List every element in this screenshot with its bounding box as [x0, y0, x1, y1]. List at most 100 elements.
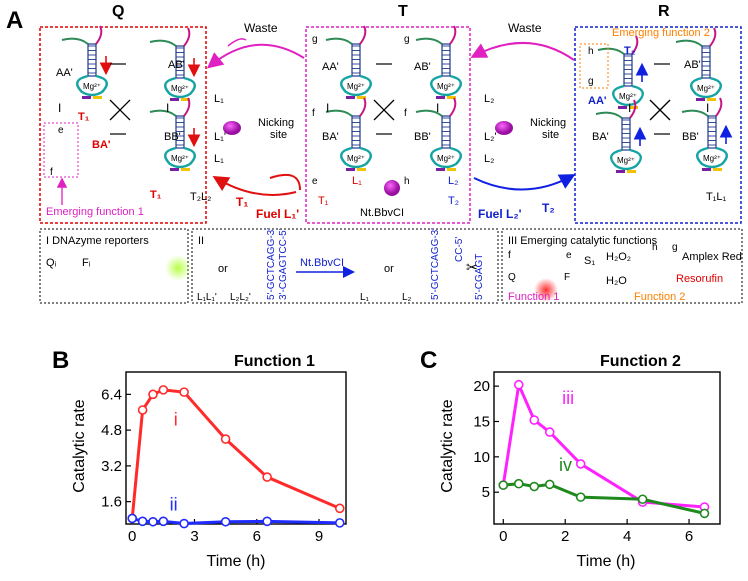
emerging-function-2: Emerging function 2 [612, 27, 710, 39]
emerging-1-box [43, 122, 79, 178]
panel-c-letter: C [420, 347, 437, 374]
panel-b-letter: B [52, 347, 69, 374]
q-not-vertical-1: I [58, 101, 61, 115]
box2-seq2a: 5'-GCTCAGG-3' [430, 228, 441, 300]
box2-seq1a: 5'-GCTCAGG-3' [266, 228, 277, 300]
t-l2-label: L₂ [448, 175, 458, 187]
f2-point-iii [575, 459, 586, 469]
f1-xtick-label: 0 [128, 528, 136, 545]
q-t1-label: T₁ [78, 111, 90, 123]
f2-point-iii [513, 379, 524, 390]
r-t1l1-label: T₁L₁ [706, 191, 727, 203]
f2-series-label-iv: iv [559, 455, 572, 475]
q-t2l2-label: T₂L₂ [190, 191, 211, 203]
state-r-label: R [658, 3, 670, 20]
t-not-vertical-1: I [326, 101, 329, 115]
box-emerging-functions [501, 228, 743, 304]
box2-seq2c: CC-5' [454, 237, 465, 262]
state-t-box [305, 26, 471, 224]
q-t1-mid: T₁ [236, 195, 248, 209]
box2-or-1: or [218, 263, 228, 275]
f1-point-ii [148, 516, 158, 527]
f2-series-label-iii: iii [562, 388, 574, 408]
panel-c-xlabel: Time (h) [577, 553, 636, 570]
f1-series-label-i: i [174, 410, 178, 430]
f1-point-ii [220, 516, 231, 527]
f1-point-ii [158, 516, 169, 527]
r-t2-label: T₂ [624, 45, 636, 57]
f2-point-iv [637, 494, 648, 505]
box1-glow [165, 255, 191, 281]
box3-g: g [672, 242, 678, 253]
emerging-2-box [579, 43, 609, 89]
box3-func2: Function 2 [634, 291, 685, 303]
box3-e: e [566, 250, 572, 261]
f1-point-ii [127, 513, 138, 524]
box2-l1l1p: L₁L₁' [197, 292, 217, 303]
waste-2-label: Waste [508, 21, 542, 35]
svg-text:Mg²⁺: Mg²⁺ [703, 154, 721, 163]
r-duplex-ab: Mg²⁺ [675, 27, 722, 101]
r-bb-label: BB' [682, 131, 699, 143]
box2-l2l2p: L₂L₂' [230, 292, 251, 303]
box3-title: III Emerging catalytic functions [508, 235, 658, 247]
t-ba-label: BA' [322, 131, 339, 143]
t-duplex-bb: Mg²⁺ [415, 97, 462, 171]
f1-point-i [148, 389, 158, 400]
l2-mid-label: L₂ [484, 93, 494, 105]
f1-point-ii [179, 518, 189, 529]
box3-func1: Function 1 [508, 291, 559, 303]
t-bb-label: BB' [414, 131, 431, 143]
q-ba-label: BA' [92, 139, 111, 151]
f1-xtick-label: 3 [190, 528, 198, 545]
svg-text:Mg²⁺: Mg²⁺ [437, 82, 455, 91]
q-aa-label: AA' [56, 67, 73, 79]
f1-ytick-label: 6.4 [101, 386, 122, 403]
panel-c-ylabel: Catalytic rate [439, 399, 456, 492]
f2-ytick-label: 5 [482, 484, 490, 501]
waste-1-label: Waste [244, 21, 278, 35]
arrow-fuel1-to-q [212, 175, 297, 196]
box3-f-letter: f [508, 250, 511, 261]
q-e-label: e [58, 125, 64, 136]
t-cross-b [373, 99, 395, 121]
t-not-vertical-2: I [436, 101, 439, 115]
f2-xtick-label: 2 [561, 528, 569, 545]
arrow-r-to-t-upper [470, 41, 575, 61]
f2-xtick-label: 4 [623, 528, 631, 545]
l2p-mid-label: L₂' [484, 131, 497, 143]
box2-or-2: or [384, 263, 394, 275]
t-t1-label: T₁ [318, 195, 329, 207]
l1p-mid-label: L₁' [214, 131, 226, 143]
state-q-box [39, 26, 207, 224]
r-aa-label: AA' [588, 95, 607, 107]
svg-text:Mg²⁺: Mg²⁺ [437, 154, 455, 163]
svg-text:Mg²⁺: Mg²⁺ [347, 154, 365, 163]
f1-point-i [158, 385, 169, 395]
f2-point-iv [699, 508, 710, 519]
box3-amplex: Amplex Red [682, 251, 742, 263]
f2-ytick-label: 15 [473, 413, 490, 430]
t-f-label-2: f [404, 108, 407, 119]
svg-text:Mg²⁺: Mg²⁺ [619, 92, 637, 101]
t-g-label-1: g [312, 34, 318, 45]
t-e-label: e [312, 176, 318, 187]
q-ab-label: AB' [168, 59, 185, 71]
box2-l2: L₂ [402, 292, 412, 303]
f2-point-iii [529, 415, 540, 425]
box2-seq1b: 3'-CGAGTCC-5' [278, 228, 289, 300]
box2-enzyme: Nt.BbvCI [300, 257, 344, 269]
t-duplex-aa: Mg²⁺ [325, 25, 372, 99]
q-cross-b [109, 99, 131, 121]
arrow-fuel1-up [269, 174, 301, 191]
box3-h2o: H₂O [606, 275, 627, 287]
box2-seq2b: 5'-CGAGT [474, 254, 485, 300]
box2-l1: L₁ [360, 292, 370, 303]
box1-f: Fᵢ [82, 257, 91, 269]
t-duplex-ba: Mg²⁺ [325, 97, 372, 171]
arrow-q-to-waste [227, 38, 247, 47]
q-duplex-ab: Mg²⁺ [149, 27, 201, 101]
r-g-label: g [588, 76, 594, 87]
